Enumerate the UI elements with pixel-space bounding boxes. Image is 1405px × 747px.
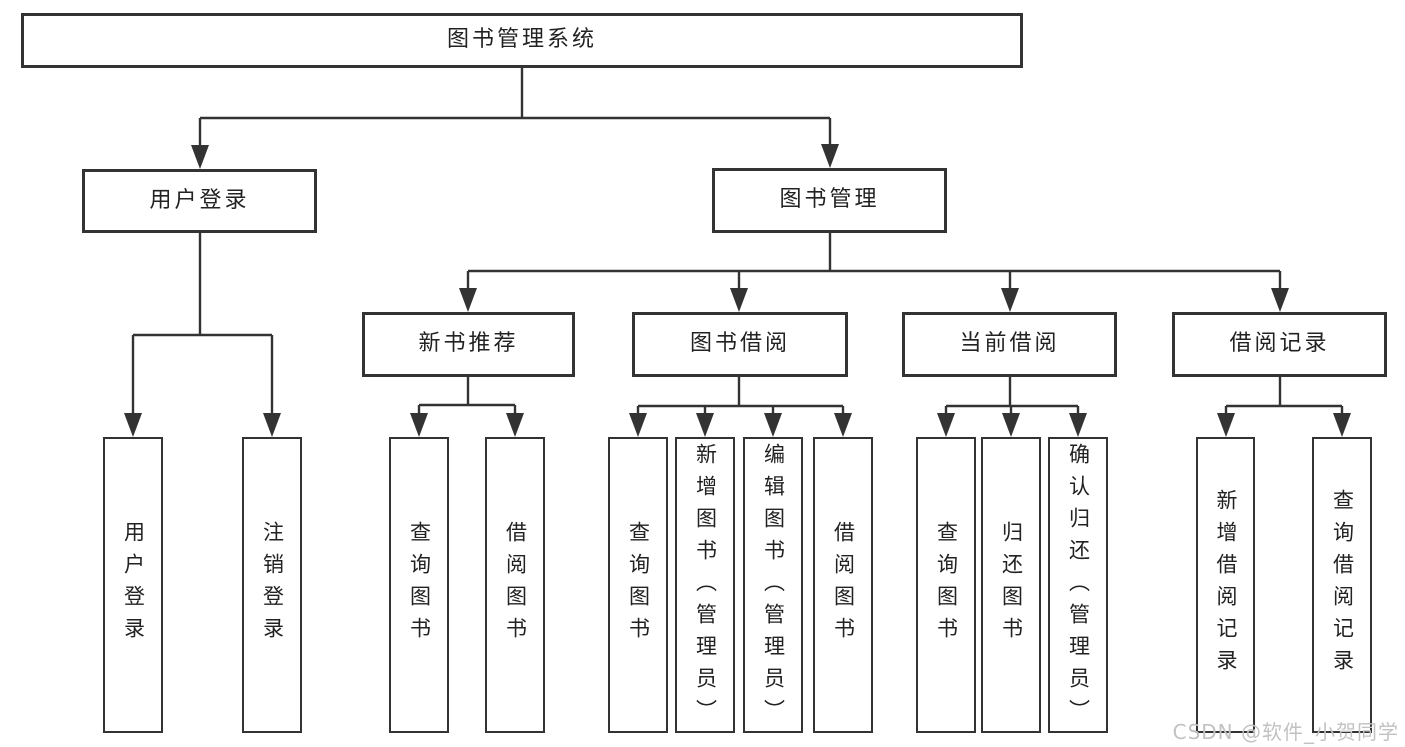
leaf-user-login: 用户登录 — [103, 437, 163, 733]
node-user-login: 用户登录 — [82, 169, 317, 233]
node-book-management: 图书管理 — [712, 168, 947, 233]
arrowheads — [124, 144, 1351, 437]
leaf-edit-books-admin: 编辑图书（管理员） — [743, 437, 803, 733]
leaf-confirm-return-admin: 确认归还（管理员） — [1048, 437, 1108, 733]
node-borrowing-records: 借阅记录 — [1172, 312, 1387, 377]
leaf-add-books-admin: 新增图书（管理员） — [675, 437, 735, 733]
csdn-watermark: CSDN @软件_小贺同学 — [1172, 720, 1399, 744]
leaf-query-books-recommend: 查询图书 — [389, 437, 449, 733]
node-current-borrowing: 当前借阅 — [902, 312, 1117, 377]
leaf-return-books: 归还图书 — [981, 437, 1041, 733]
leaf-borrow-books-recommend: 借阅图书 — [485, 437, 545, 733]
node-library-management-system: 图书管理系统 — [21, 13, 1023, 68]
node-book-borrowing: 图书借阅 — [632, 312, 848, 377]
leaf-query-books-current: 查询图书 — [916, 437, 976, 733]
node-new-book-recommendation: 新书推荐 — [362, 312, 575, 377]
leaf-add-borrow-record: 新增借阅记录 — [1196, 437, 1255, 733]
leaf-query-books-borrowing: 查询图书 — [608, 437, 668, 733]
leaf-query-borrow-record: 查询借阅记录 — [1312, 437, 1372, 733]
leaf-borrow-books-borrowing: 借阅图书 — [813, 437, 873, 733]
leaf-logout: 注销登录 — [242, 437, 302, 733]
